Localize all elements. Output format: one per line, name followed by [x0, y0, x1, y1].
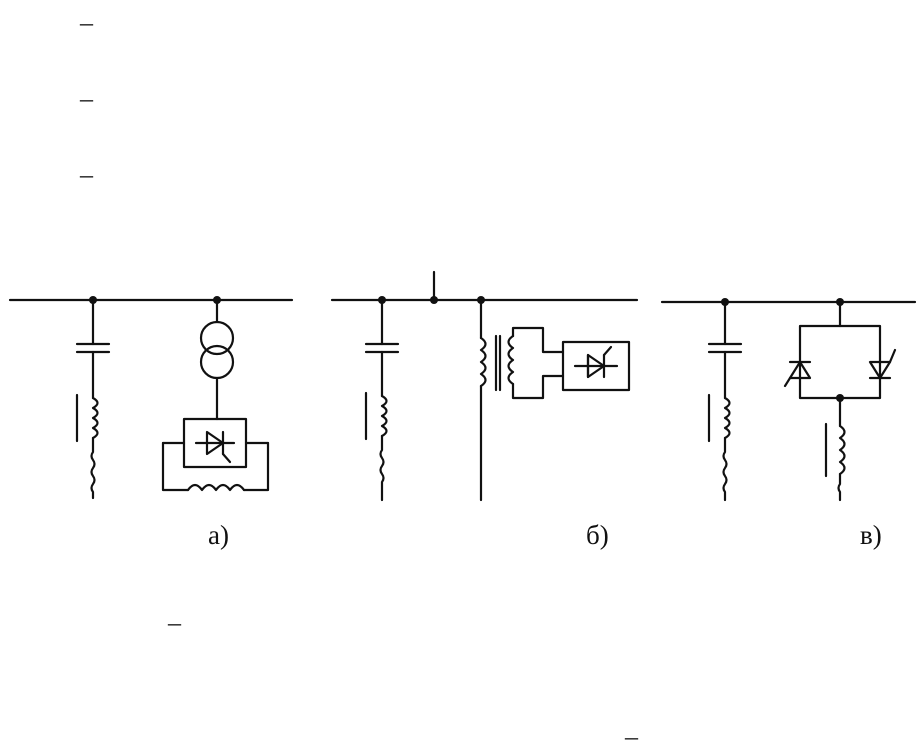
junction-dot [430, 296, 438, 304]
reactor-coil [382, 396, 387, 436]
circuit-c [662, 298, 915, 500]
reactor-coil [188, 485, 244, 490]
label-circuit-a: а) [208, 520, 229, 551]
filter-branch-a [77, 300, 109, 498]
label-circuit-c: в) [860, 520, 882, 551]
control-winding [509, 336, 514, 384]
antiparallel-thyristor-branch-c [785, 302, 895, 500]
controlled-reactor-branch-b [481, 300, 629, 500]
label-circuit-b: б) [586, 520, 609, 551]
tcr-branch-a [163, 300, 268, 490]
reactor-coil [840, 426, 845, 474]
reactor-coil [93, 398, 98, 438]
reactor-coil [725, 398, 730, 438]
transformer-winding [201, 346, 233, 378]
circuit-b [332, 272, 637, 500]
circuit-a [10, 296, 292, 498]
filter-branch-c [709, 302, 741, 500]
reactor-coil [481, 338, 486, 386]
filter-branch-b [366, 300, 398, 500]
